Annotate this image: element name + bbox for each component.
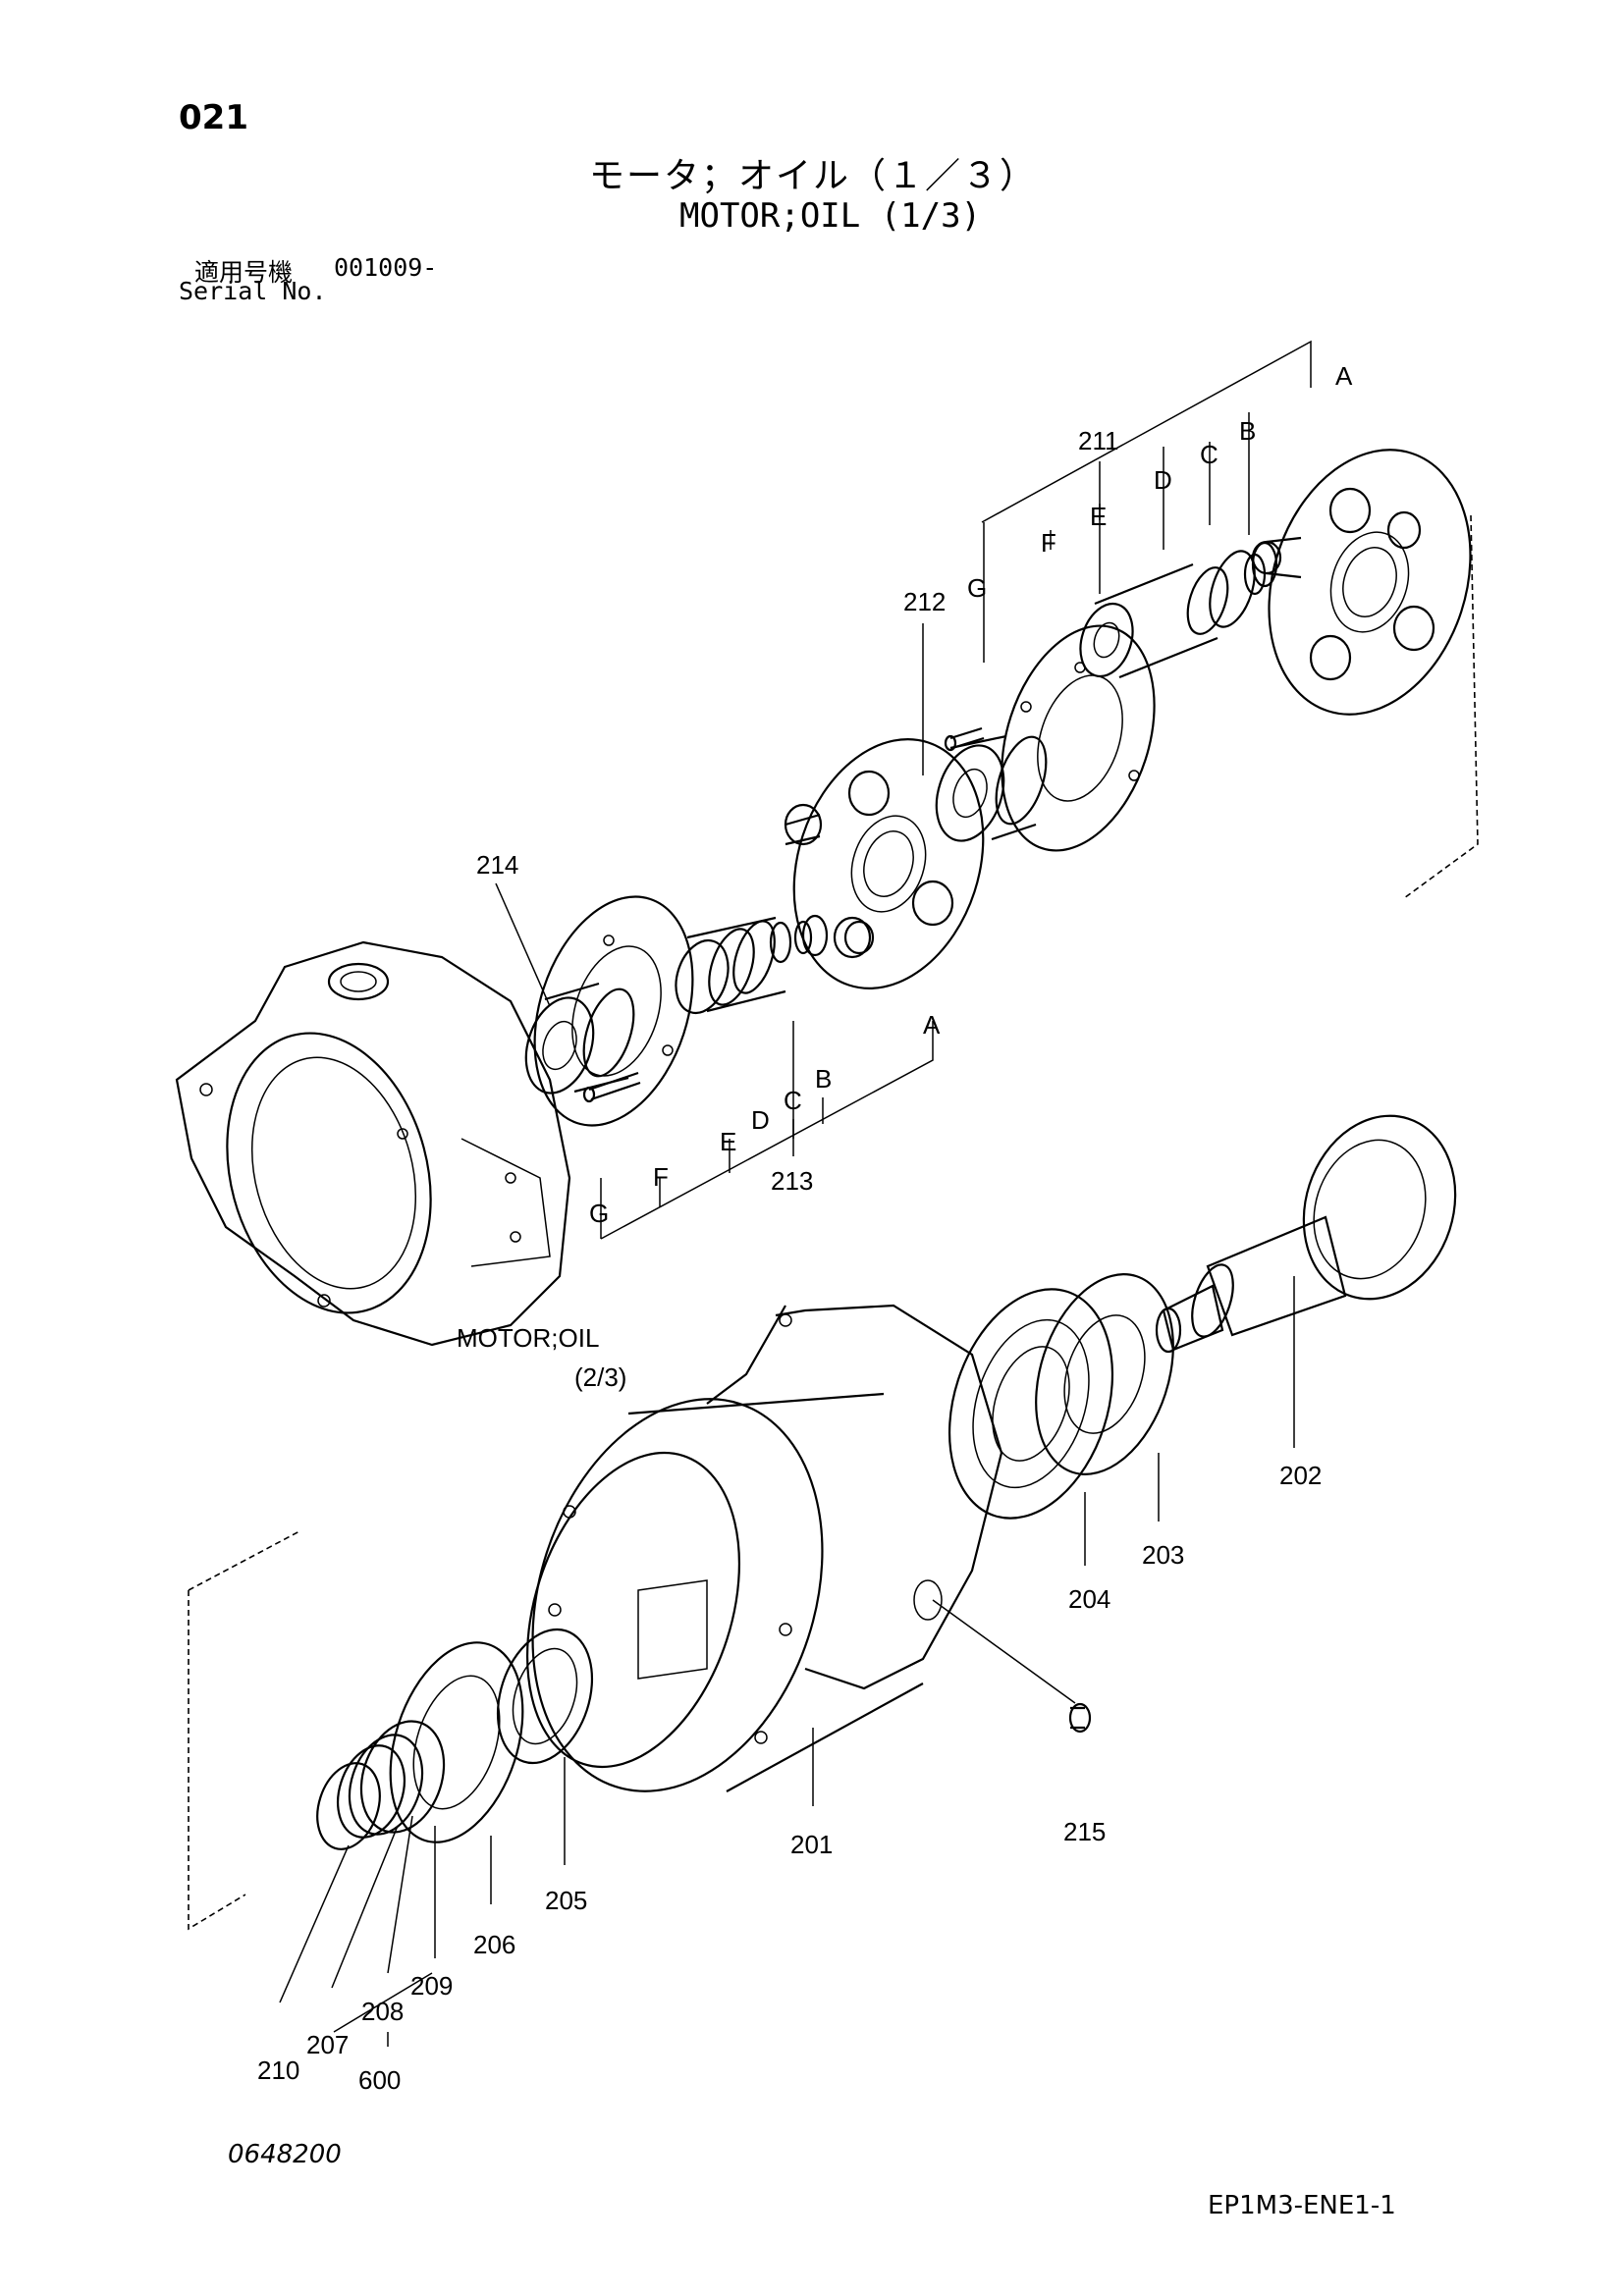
label-f-upper: F [1041, 528, 1056, 558]
label-c-upper: C [1200, 440, 1218, 469]
label-d-lower: D [751, 1105, 770, 1135]
callout-207: 207 [306, 2030, 349, 2059]
thrust-plate-lower [533, 895, 694, 1127]
callout-208: 208 [361, 1997, 404, 2026]
callout-213: 213 [771, 1166, 813, 1196]
planetary-carrier-upper [1251, 449, 1472, 716]
gear-shaft-lower [675, 914, 829, 1015]
callout-214: 214 [476, 850, 518, 880]
upper-group-bracket [981, 340, 1312, 663]
phantom-line-left [188, 1530, 300, 1931]
planetary-carrier-middle [784, 738, 985, 989]
callout-204: 204 [1068, 1584, 1110, 1614]
plug-215 [1068, 1702, 1092, 1734]
gear-shaft-upper [1079, 541, 1278, 679]
collar-203 [1035, 1273, 1174, 1475]
label-g-upper: G [967, 573, 987, 603]
page-title-japanese: モータ；オイル（１／３） [589, 156, 1038, 196]
label-e-upper: E [1090, 502, 1107, 531]
callout-201: 201 [790, 1830, 833, 1859]
page-number: 021 [179, 98, 248, 137]
planet-gear-212 [935, 734, 1048, 842]
label-g-lower: G [589, 1199, 609, 1228]
callout-212: 212 [903, 587, 946, 616]
drawing-reference-code: 0648200 [228, 2140, 342, 2169]
callout-210: 210 [257, 2056, 299, 2085]
thrust-plate-upper [1001, 624, 1156, 852]
callout-600: 600 [358, 2065, 401, 2095]
cross-ref-line-1: MOTOR;OIL [457, 1323, 599, 1353]
label-a-upper: A [1335, 361, 1353, 391]
bolt-lower [582, 1071, 641, 1103]
callout-203: 203 [1142, 1540, 1184, 1570]
label-b-lower: B [815, 1064, 832, 1094]
bearing-206 [389, 1641, 524, 1843]
pinion-shaft-202 [1155, 1114, 1457, 1354]
motor-housing [175, 940, 571, 1347]
callout-209: 209 [410, 1971, 453, 2001]
callout-211: 211 [1078, 426, 1118, 455]
label-d-upper: D [1154, 465, 1172, 495]
phantom-line-right [1403, 514, 1479, 899]
serial-label-japanese: 適用号機 [194, 258, 294, 287]
catalog-code: EP1M3-ENE1-1 [1208, 2191, 1396, 2220]
label-f-lower: F [653, 1162, 669, 1192]
callout-206: 206 [473, 1930, 515, 1959]
bearing-204 [947, 1288, 1114, 1520]
callout-215: 215 [1063, 1817, 1106, 1846]
page-title-english: MOTOR;OIL (1/3) [679, 196, 982, 236]
callout-205: 205 [545, 1886, 587, 1915]
serial-number-value: 001009- [334, 253, 438, 282]
callout-202: 202 [1279, 1461, 1322, 1490]
serial-label-english: Serial No. [179, 277, 327, 305]
ring-set [316, 1720, 446, 1850]
label-e-lower: E [720, 1127, 736, 1156]
leader-lines [279, 461, 1295, 2047]
label-b-upper: B [1239, 416, 1256, 446]
housing-201 [525, 1304, 1003, 1792]
label-a-lower: A [923, 1010, 941, 1040]
cross-ref-line-2: (2/3) [574, 1362, 626, 1392]
label-c-lower: C [784, 1086, 802, 1115]
oil-seal-205 [496, 1628, 594, 1765]
